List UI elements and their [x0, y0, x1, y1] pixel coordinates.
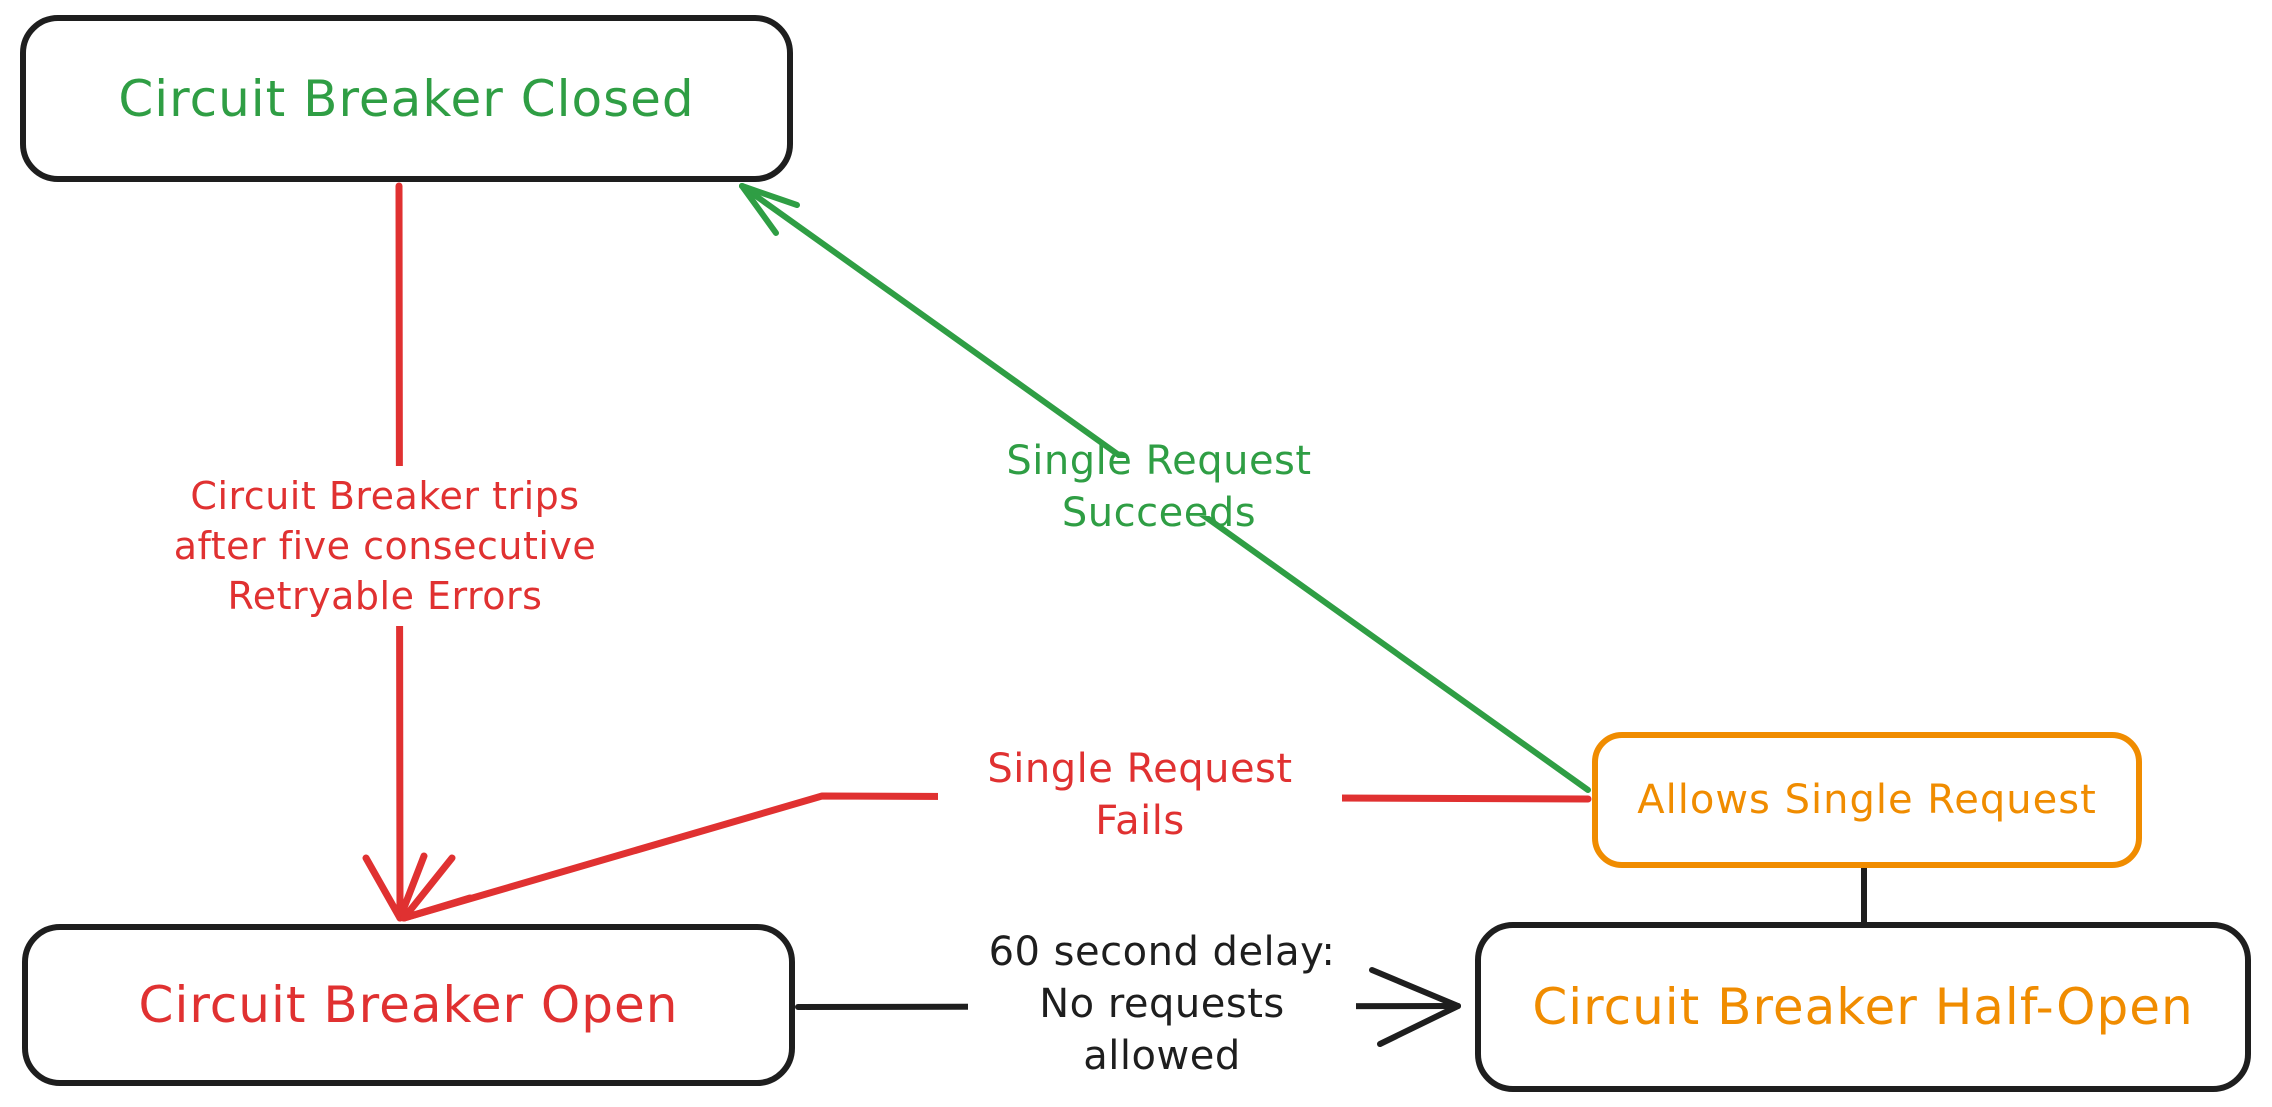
succeed-label-text: Single Request Succeeds: [1006, 438, 1312, 536]
fail-label-text: Single Request Fails: [987, 746, 1293, 844]
node-circuit-breaker-open: Circuit Breaker Open: [22, 924, 795, 1086]
delay-label-line1: 60 second delay:: [988, 929, 1336, 975]
trip-label-line2: after five consecutive: [173, 524, 597, 568]
node-half-open-label: Circuit Breaker Half-Open: [1532, 978, 2194, 1036]
trip-label-line1: Circuit Breaker trips: [190, 474, 580, 518]
node-allows-label: Allows Single Request: [1637, 777, 2097, 823]
node-closed-label: Circuit Breaker Closed: [118, 69, 695, 128]
node-circuit-breaker-half-open: Circuit Breaker Half-Open: [1475, 922, 2251, 1092]
delay-label-line2: No requests allowed: [1039, 981, 1285, 1079]
edge-label-delay: 60 second delay: No requests allowed: [968, 929, 1356, 1079]
trip-label-line3: Retryable Errors: [227, 574, 543, 618]
edge-label-trip: Circuit Breaker trips after five consecu…: [165, 466, 605, 626]
edge-label-single-request-fails: Single Request Fails: [938, 746, 1342, 844]
edge-label-single-request-succeeds: Single Request Succeeds: [918, 438, 1400, 536]
node-open-label: Circuit Breaker Open: [138, 976, 679, 1034]
node-circuit-breaker-closed: Circuit Breaker Closed: [20, 15, 793, 182]
node-allows-single-request: Allows Single Request: [1592, 732, 2142, 868]
